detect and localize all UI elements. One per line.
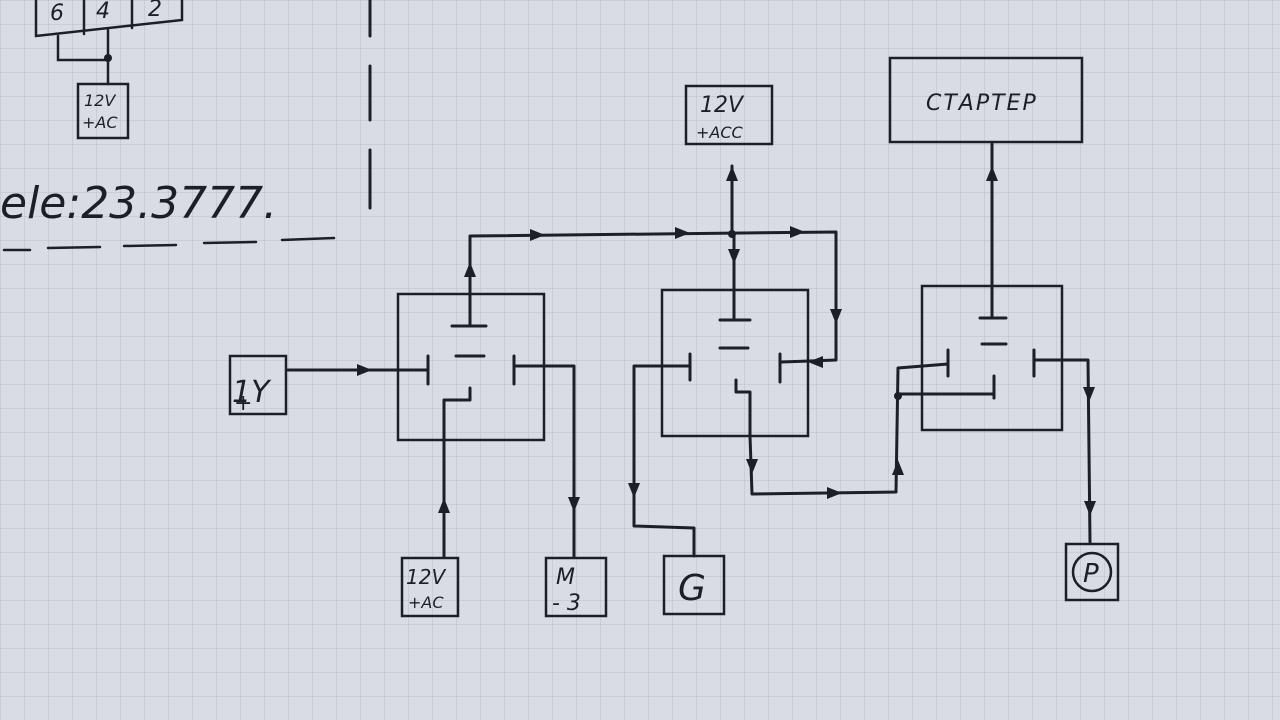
starter-node: СТАРТЕР	[888, 56, 1084, 144]
acc-plus-label: +ACC	[696, 123, 744, 142]
block-digit-4: 4	[96, 0, 110, 24]
top-left-ac-label: +AC	[82, 113, 118, 132]
block-digit-2: 2	[148, 0, 162, 22]
top-left-12v-label: 12V	[84, 91, 116, 110]
block-digit-6: 6	[50, 1, 64, 26]
m3-node: M - 3	[544, 556, 608, 618]
m3-3-label: - 3	[552, 591, 581, 616]
m3-m-label: M	[556, 565, 575, 590]
acc-node: 12V +ACC	[684, 84, 774, 146]
arrowheads	[357, 166, 1096, 516]
note-underline	[2, 236, 336, 252]
g-node: G	[662, 554, 726, 616]
bottom-ac-label: +AC	[408, 593, 444, 612]
p-node: P	[1064, 542, 1120, 602]
input-1y-label: 1Y	[232, 375, 272, 410]
bottom-12v-label: 12V	[406, 565, 446, 589]
input-1y-node: 1Y +	[228, 354, 288, 416]
g-label: G	[678, 568, 706, 609]
p-label: P	[1083, 559, 1099, 589]
note-text: ele:23.3777.	[0, 178, 277, 229]
starter-label: СТАРТЕР	[926, 91, 1038, 116]
bottom-12v-node: 12V +AC	[400, 556, 460, 618]
acc-12v-label: 12V	[700, 93, 745, 118]
input-plus-label: +	[234, 391, 252, 416]
top-left-block: 6 4 2 12V +AC	[34, 0, 184, 140]
